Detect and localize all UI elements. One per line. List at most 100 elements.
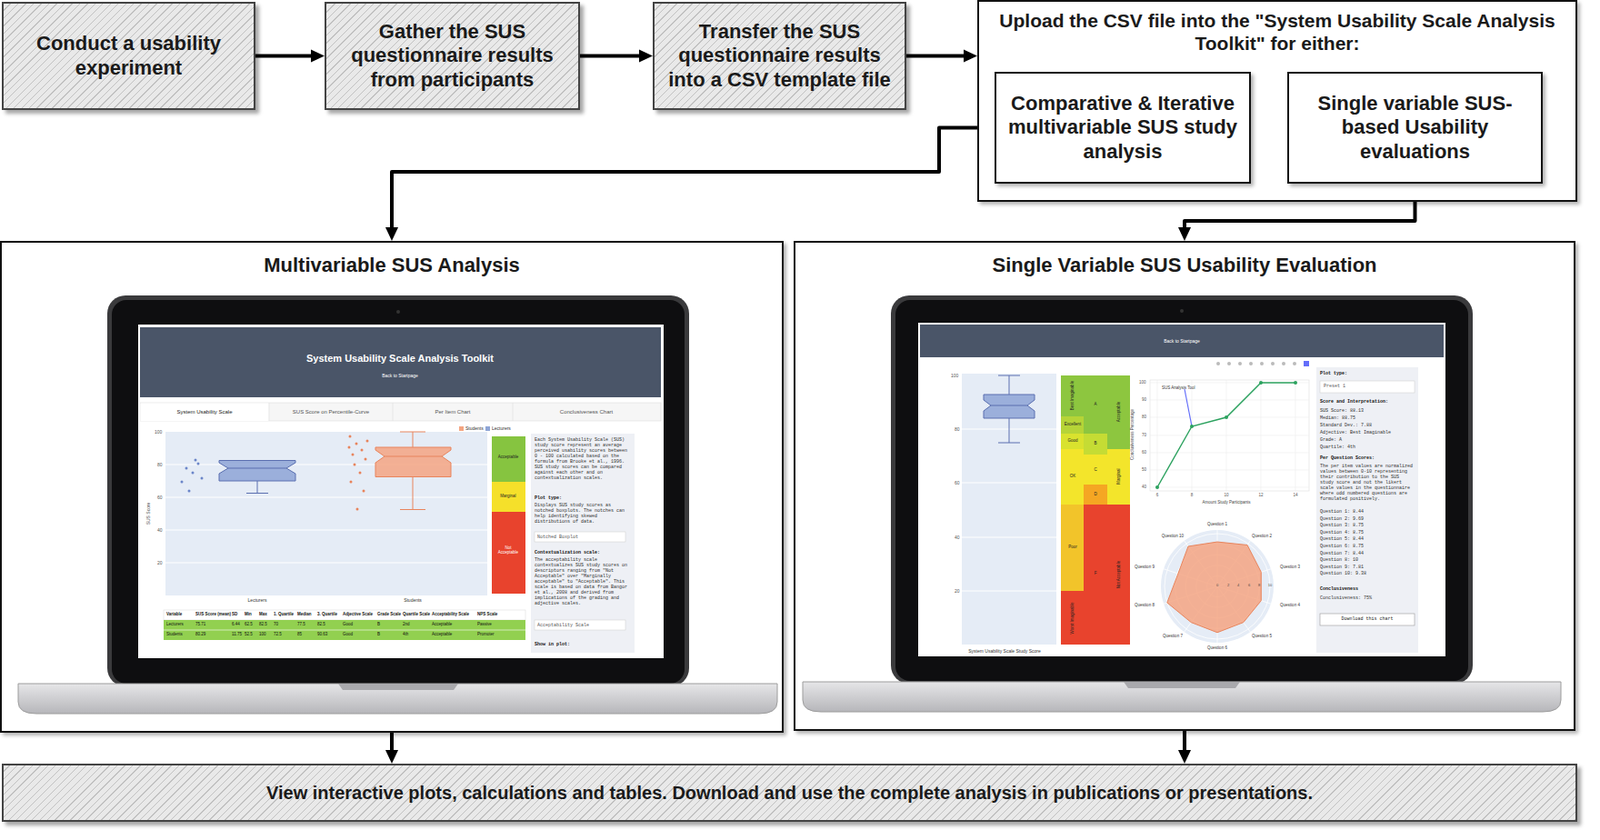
axis-tick: 40 bbox=[954, 534, 960, 540]
laptop-left-part bbox=[138, 324, 664, 659]
screen-multivariable-part-part bbox=[364, 458, 368, 461]
table-cell: Median bbox=[297, 611, 312, 617]
axis-tick: 80 bbox=[1141, 414, 1147, 420]
section-heading: Score and Interpretation: bbox=[1320, 399, 1389, 405]
axis-tick: 20 bbox=[157, 560, 163, 566]
screen-multivariable-part bbox=[384, 455, 442, 457]
screen-single-variable-part bbox=[1083, 454, 1108, 485]
table-cell: Promoter bbox=[477, 631, 495, 637]
score-line: Question 8: 10 bbox=[1320, 557, 1359, 563]
table-cell: 72.5 bbox=[273, 631, 282, 637]
screen-single-variable-part bbox=[1303, 360, 1310, 367]
radar-axis-label: Question 1 bbox=[1207, 521, 1228, 527]
screen-single-variable-part bbox=[1155, 380, 1298, 490]
axis-tick: 80 bbox=[157, 461, 163, 468]
help-text: The per item values are normalized value… bbox=[1320, 463, 1415, 502]
axis-tick: 20 bbox=[954, 588, 960, 594]
screen-single-variable-part bbox=[1060, 449, 1084, 505]
scale-band-label: Poor bbox=[1068, 544, 1078, 550]
screen-single-variable-part bbox=[1083, 504, 1108, 645]
screen-multivariable-part-part bbox=[349, 435, 352, 439]
radar-axis-label: Question 8 bbox=[1134, 602, 1155, 608]
screen-single-variable-part bbox=[1163, 530, 1271, 643]
axis-category: Lecturers bbox=[248, 597, 268, 603]
dropdown-value: Preset 1 bbox=[1323, 383, 1346, 390]
table-cell: Acceptability Scale bbox=[431, 611, 470, 617]
table-cell: 62.5 bbox=[244, 621, 253, 627]
table-cell: SUS Score (mean) bbox=[195, 611, 231, 617]
screen-multivariable-part bbox=[152, 423, 490, 604]
axis-tick: 6 bbox=[1156, 492, 1160, 498]
screen-single-variable-part bbox=[1164, 533, 1270, 640]
table-cell: 6.44 bbox=[231, 621, 240, 627]
section-heading: Conclusiveness bbox=[1320, 586, 1359, 592]
screen-single-variable-part bbox=[1107, 375, 1130, 450]
tab-label: SUS Score on Percentile-Curve bbox=[292, 409, 370, 416]
legend-text: Students bbox=[465, 425, 484, 431]
screen-single-variable-part bbox=[1216, 361, 1297, 366]
radar-axis-label: Question 7 bbox=[1162, 633, 1183, 639]
screen-single-variable-part-part bbox=[1227, 361, 1231, 366]
score-line: Median: 88.75 bbox=[1320, 415, 1356, 421]
radar-tick: 10 bbox=[1268, 583, 1272, 589]
screen-multivariable-part-part bbox=[359, 471, 362, 475]
radar-tick: 8 bbox=[1258, 583, 1260, 589]
laptop-right-part bbox=[890, 295, 1473, 684]
table-cell: Acceptable bbox=[431, 631, 452, 637]
laptop-left-part bbox=[338, 683, 459, 690]
screen-single-variable-part bbox=[1150, 380, 1310, 491]
screen-single-variable-part bbox=[1160, 530, 1274, 643]
screen-single-variable-part bbox=[983, 394, 1035, 419]
screen-single-variable-part bbox=[1107, 504, 1130, 645]
screen-multivariable-part-part bbox=[348, 446, 351, 450]
score-line: SUS Score: 88.13 bbox=[1320, 408, 1364, 414]
help-text: The acceptability scale contextualizes S… bbox=[534, 557, 631, 607]
nav-link: Back to Startpage bbox=[1163, 338, 1200, 344]
axis-tick: 40 bbox=[157, 527, 163, 533]
table-cell: 90.63 bbox=[317, 631, 328, 637]
laptop-right-part bbox=[1180, 309, 1184, 313]
screen-multivariable-part bbox=[534, 531, 626, 542]
table-cell: 2nd bbox=[402, 621, 410, 627]
screen-single-variable-part-part bbox=[1249, 361, 1253, 366]
tab-label: Conclusiveness Chart bbox=[560, 409, 613, 416]
laptop-left-part bbox=[18, 683, 778, 714]
group-box: Upload the CSV file into the "System Usa… bbox=[977, 0, 1578, 202]
screen-single-variable-part-part bbox=[1190, 424, 1194, 429]
laptop-right-part bbox=[1123, 681, 1240, 689]
screen-multivariable-part-part bbox=[180, 480, 184, 484]
table-cell: Acceptable bbox=[431, 621, 452, 627]
option-box: Comparative & Iterative multivariable SU… bbox=[994, 71, 1251, 184]
screen-multivariable-part bbox=[491, 481, 526, 512]
score-line: Question 6: 8.75 bbox=[1320, 543, 1364, 550]
table-cell: 52.5 bbox=[244, 631, 253, 637]
axis-title: Conclusiveness Percentage bbox=[1130, 409, 1135, 460]
radar-axis-label: Question 2 bbox=[1251, 533, 1272, 539]
screen-multivariable-part bbox=[530, 433, 635, 653]
option-box: Single variable SUS-based Usability eval… bbox=[1287, 71, 1543, 184]
dropdown-value: Acceptability Scale bbox=[537, 622, 590, 629]
axis-category: Students bbox=[403, 597, 422, 603]
screen-multivariable-part bbox=[163, 620, 526, 630]
screen-single-variable-part bbox=[1184, 389, 1192, 427]
grade-label: B bbox=[1093, 440, 1097, 446]
axis-tick: 14 bbox=[1292, 492, 1298, 498]
table-cell: Good bbox=[342, 621, 353, 627]
table-cell: 80.29 bbox=[195, 631, 206, 637]
radar-tick: 2 bbox=[1227, 583, 1230, 589]
scale-band-label: Good bbox=[1067, 438, 1078, 443]
screen-multivariable bbox=[140, 327, 661, 653]
scale-band-label: Marginal bbox=[500, 493, 516, 499]
score-line: Question 4: 8.75 bbox=[1320, 530, 1364, 536]
table-cell: Max bbox=[259, 611, 268, 617]
laptop-left-part bbox=[111, 300, 685, 684]
control-label: Plot type: bbox=[1320, 370, 1348, 377]
screen-multivariable-part bbox=[348, 435, 370, 511]
screen-single-variable-part-part bbox=[1259, 380, 1263, 385]
screen-multivariable-part-part bbox=[350, 480, 353, 484]
score-line: Question 7: 8.44 bbox=[1320, 550, 1364, 557]
screen-single-variable-part bbox=[1107, 449, 1130, 505]
screen-single-variable-part bbox=[1150, 380, 1310, 491]
screen-single-variable-part-part bbox=[1293, 380, 1298, 385]
screen-multivariable-part-part bbox=[360, 449, 364, 452]
